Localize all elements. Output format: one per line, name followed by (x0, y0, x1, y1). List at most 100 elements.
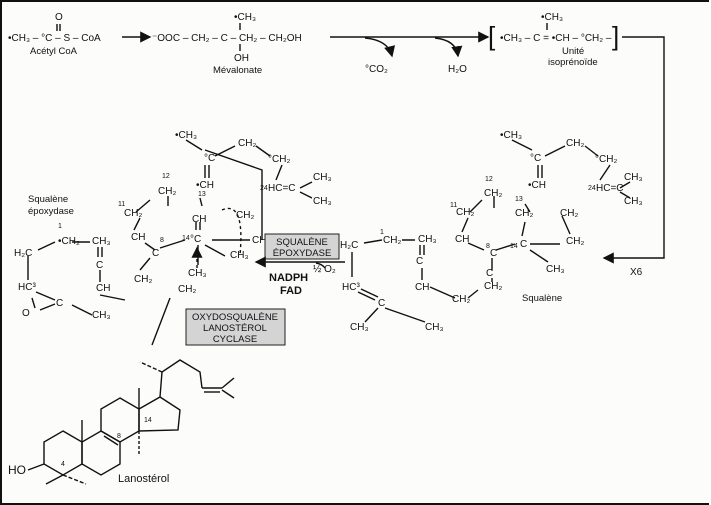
isoprenoid-unit: [ •CH₃ – C = •CH – °CH₂ – •CH₃ ] Unité i… (488, 12, 619, 68)
atom-label: CH₃ (425, 322, 444, 333)
atom-label: CH₂ (566, 138, 584, 149)
atom-label: CH₃ (350, 322, 369, 333)
atom-label: C (56, 298, 63, 309)
atom-label: CH₃ (92, 236, 111, 247)
atom-label: CH₃ (546, 264, 565, 275)
atom-label: C (490, 248, 497, 259)
atom-label: CH₂ (515, 208, 533, 219)
atom-label: CH₂ (484, 281, 502, 292)
atom-label: •CH (196, 180, 214, 191)
atom-label: O (22, 308, 30, 319)
atom-label: CH₃ (230, 250, 249, 261)
oxygen-input-curve (315, 262, 326, 269)
atom-label: H₂C (14, 248, 32, 259)
cyclase-line3: CYCLASE (213, 334, 257, 345)
lanosterol-structure: HO 4 8 14 Lanostérol (8, 359, 235, 485)
methyl-shift-arrow (221, 207, 242, 256)
atom-label: CH₃ (313, 196, 332, 207)
acetyl-coa: •CH₃ – °C – S – CoA O Acétyl CoA (8, 12, 101, 57)
oxygen-label: ½ O₂ (313, 264, 336, 275)
atom-label: CH (415, 282, 429, 293)
atom-label: CH₂ (456, 207, 474, 218)
atom-label: 24 (260, 185, 268, 192)
ring-b (81, 430, 121, 476)
squalene-epoxidase-label-2: époxydase (28, 206, 74, 217)
carbonyl-oxygen: O (55, 12, 63, 23)
atom-label: CH₃ (418, 234, 437, 245)
atom-label: CH (455, 234, 469, 245)
atom-label: CH₃ (313, 172, 332, 183)
cyclase-box: OXYDOSQUALÈNE LANOSTÉROL CYCLASE (185, 308, 286, 346)
mevalonate: ⁻OOC – CH₂ – C – CH₂ – CH₂OH •CH₃ OH Mév… (152, 12, 302, 76)
atom-label: °CH₂ (268, 154, 290, 165)
acetyl-coa-formula: •CH₃ – °C – S – CoA (8, 33, 101, 44)
squalene-bonds (351, 139, 631, 323)
atom-label: °C (190, 234, 201, 245)
arrow-to-squalene (602, 36, 665, 264)
co2-release-arrow (364, 37, 396, 58)
atom-label: C (520, 239, 527, 250)
atom-label: 13 (515, 196, 523, 203)
atom-label: CH₃ (188, 268, 207, 279)
atom-label: •CH (528, 180, 546, 191)
c4-label: 4 (61, 461, 65, 468)
atom-label: HC=C (596, 183, 624, 194)
atom-label: 11 (450, 202, 457, 209)
isoprenoid-methyl: •CH₃ (541, 12, 563, 23)
cyclase-pointer-line (151, 297, 171, 346)
atom-label: CH₂ (484, 188, 502, 199)
atom-label: HC=C (268, 183, 296, 194)
atom-label: C (152, 248, 159, 259)
fad-label: FAD (280, 285, 302, 297)
atom-label: 1 (380, 229, 384, 236)
epoxidase-line1: SQUALÈNE (276, 237, 328, 248)
methyl-c20 (139, 361, 163, 373)
atom-label: CH (96, 283, 110, 294)
atom-label: HC³ (342, 282, 360, 293)
atom-label: •CH₂ (58, 236, 80, 247)
atom-label: C (96, 260, 103, 271)
cyclization-bond (204, 149, 263, 240)
isoprenoid-label-1: Unité (562, 46, 584, 57)
atom-label: CH₃ (624, 172, 643, 183)
ring-a (43, 430, 83, 476)
atom-label: CH₂ (134, 274, 152, 285)
h2o-release-arrow (434, 37, 463, 58)
atom-label: •CH₃ (175, 130, 197, 141)
isoprenoid-formula: •CH₃ – C = •CH – °CH₂ – (500, 33, 612, 44)
atom-label: 24 (588, 185, 596, 192)
atom-label: CH₂ (178, 284, 196, 295)
mevalonate-hydroxyl: OH (234, 53, 249, 64)
atom-label: 14 (510, 243, 518, 250)
atom-label: CH₂ (452, 294, 470, 305)
methyl-c4a (45, 474, 64, 485)
atom-label: °C (204, 153, 215, 164)
squalene-epoxidase-box: SQUALÈNE ÉPOXYDASE (264, 233, 340, 260)
side-chain (159, 359, 203, 398)
atom-label: CH₂ (383, 235, 401, 246)
atom-label: 8 (160, 237, 164, 244)
isoprenoid-label-2: isoprénoïde (548, 57, 598, 68)
atom-label: 12 (162, 173, 170, 180)
terminal-methyl (221, 377, 235, 389)
atom-label: °C (530, 153, 541, 164)
epoxidase-line2: ÉPOXYDASE (273, 248, 332, 259)
atom-label: CH₃ (624, 196, 643, 207)
atom-label: CH₂ (124, 208, 142, 219)
atom-label: CH₂ (252, 235, 270, 246)
atom-label: CH₂ (560, 208, 578, 219)
atom-label: CH₂ (236, 210, 254, 221)
atom-label: CH (131, 232, 145, 243)
bracket-close: ] (612, 21, 619, 51)
atom-label: 1 (58, 223, 62, 230)
c8-label: 8 (117, 433, 121, 440)
atom-label: HC³ (18, 282, 36, 293)
atom-label: CH₂ (238, 138, 256, 149)
atom-label: 14 (182, 235, 190, 242)
atom-label: 11 (118, 201, 125, 208)
atom-label: H₂C (340, 240, 358, 251)
